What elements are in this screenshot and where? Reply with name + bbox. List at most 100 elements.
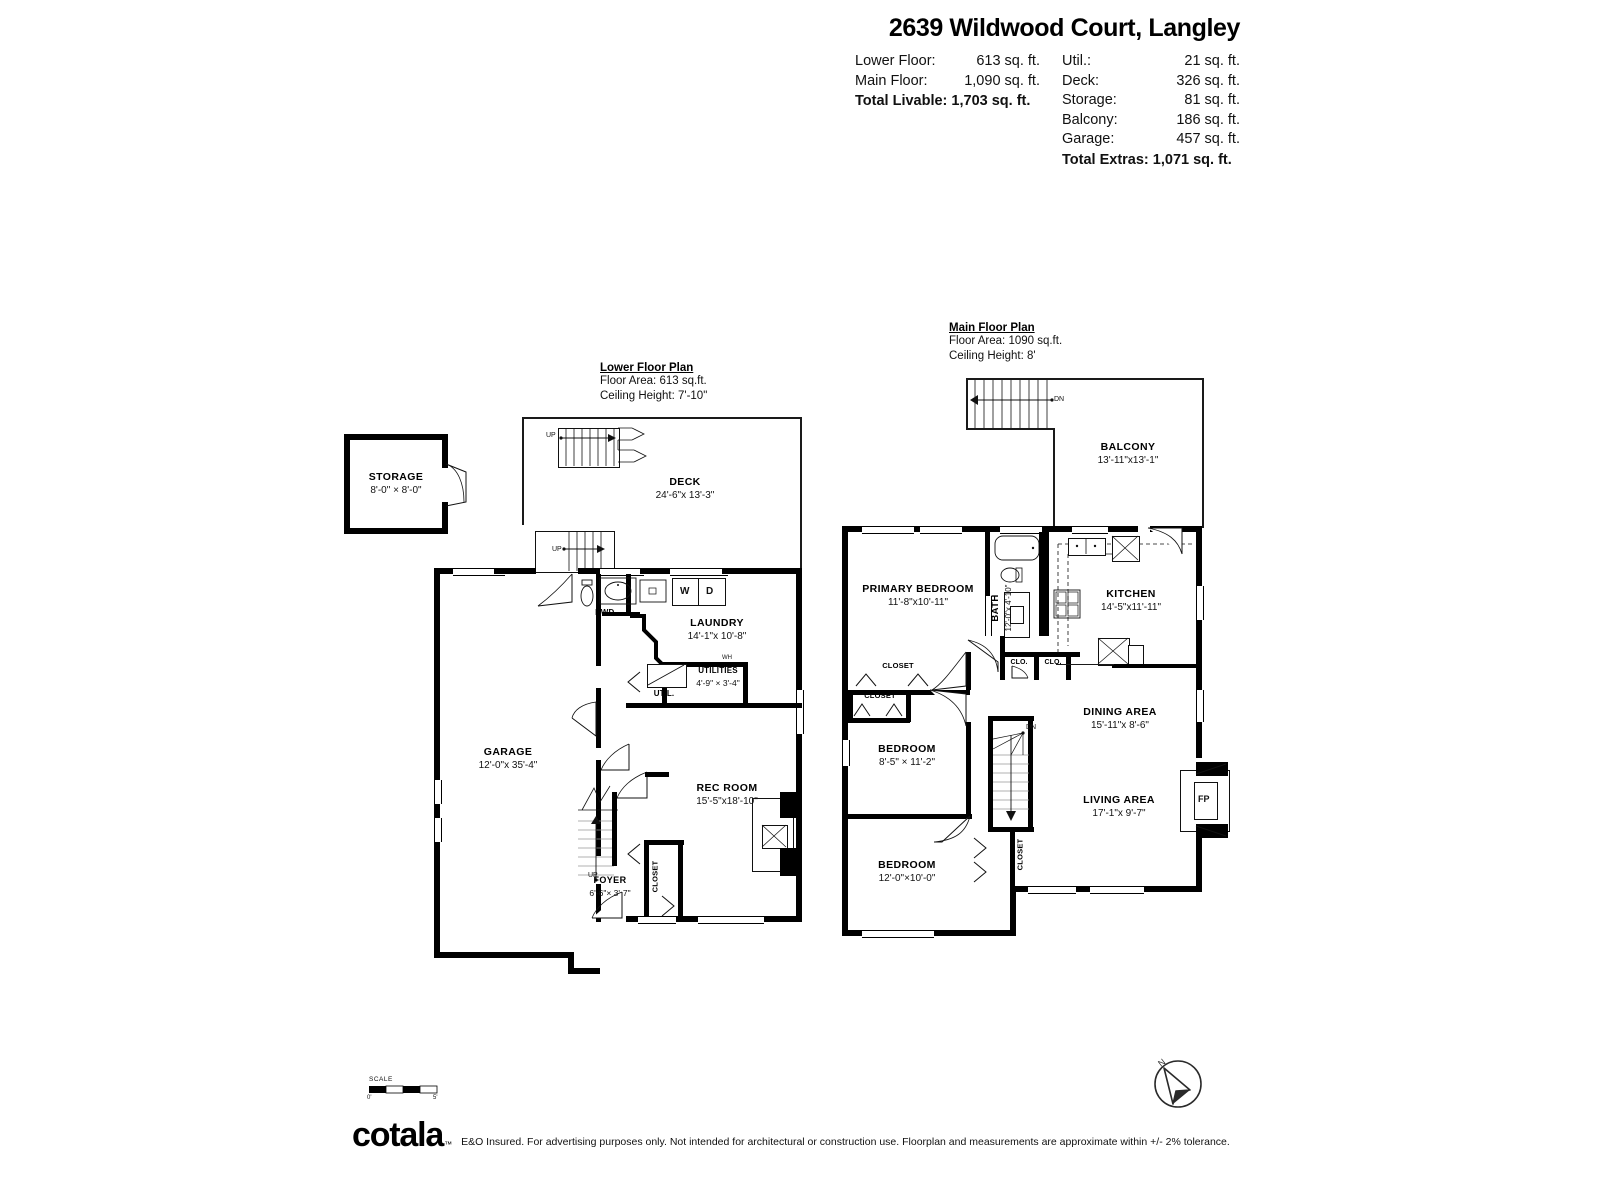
area-summary: Lower Floor: 613 sq. ft. Main Floor: 1,0… (840, 52, 1240, 170)
clo-wall-top (1000, 652, 1080, 657)
deck-stair-treads (559, 427, 647, 466)
summary-value: 21 sq. ft. (1184, 53, 1240, 69)
balcony-stair-treads (970, 380, 1054, 428)
room-dimensions: 15'-11"x 8'-6" (1091, 720, 1149, 731)
kitchen-fridge-cross (1111, 535, 1139, 561)
water-heater-label: WH (722, 655, 732, 661)
bath-wall-right (1039, 532, 1044, 636)
summary-value: 326 sq. ft. (1176, 72, 1240, 89)
summary-row: Main Floor: 1,090 sq. ft. (855, 72, 1040, 92)
room-dimensions: 14'-1"x 10'-8" (687, 631, 747, 642)
clo-b-label: CLO. (1038, 656, 1068, 669)
room-laundry: LAUNDRY 14'-1"x 10'-8" (666, 617, 768, 643)
summary-value: 186 sq. ft. (1176, 111, 1240, 128)
bath-wall-bottom (1000, 636, 1005, 658)
stair-closet-door-2 (973, 861, 987, 883)
foyer-stair-treads (578, 816, 614, 882)
room-garage: GARAGE 12'-0"x 35'-4" (452, 746, 564, 772)
balcony-edge-inner-v (1053, 428, 1055, 528)
lower-wall-top-mid2 (578, 568, 626, 574)
summary-row: Util.: 21 sq. ft. (1062, 52, 1240, 72)
lower-floor-area: Floor Area: 613 sq.ft. (600, 375, 707, 387)
deck-edge-left (522, 417, 524, 525)
total-livable: Total Livable: 1,703 sq. ft. (855, 93, 1031, 109)
stair-closet-door-1 (973, 837, 987, 859)
room-utilities: UTILITIES 4'-9" × 3'-4" (684, 664, 752, 690)
foyer-entry-door-swing (591, 891, 623, 919)
lower-window-top-3 (670, 568, 728, 576)
main-wall-top-right (1150, 526, 1202, 532)
lower-closet-wall-top (644, 840, 684, 845)
room-name: BALCONY (1100, 441, 1156, 453)
lower-wall-bottom-step (568, 952, 574, 974)
area-summary-livable: Lower Floor: 613 sq. ft. Main Floor: 1,0… (855, 52, 1040, 170)
main-floor-ceiling: Ceiling Height: 8' (949, 349, 1036, 362)
dryer-box (698, 578, 726, 606)
pwd-wall-right (626, 574, 631, 614)
room-name: STORAGE (368, 471, 424, 483)
room-name: CLOSET (864, 691, 896, 700)
lower-floor-title: Lower Floor Plan (600, 362, 694, 374)
rec-niche-outline (752, 798, 794, 872)
room-primary-bedroom: PRIMARY BEDROOM 11'-8"x10'-11" (838, 583, 998, 609)
compass-north-label: N (1156, 1057, 1167, 1069)
primary-window-top-2 (920, 526, 962, 534)
room-dining: DINING AREA 15'-11"x 8'-6" (1062, 706, 1178, 732)
garage-side-door-swing (571, 701, 597, 737)
storage-wall-left (344, 434, 350, 534)
primary-window-top-1 (862, 526, 914, 534)
kitchen-island-box (1098, 638, 1130, 666)
kitchen-range-icon (1053, 589, 1081, 619)
lower-window-top-1 (453, 568, 505, 576)
main-floor-area: Floor Area: 1090 sq.ft. (949, 335, 1063, 347)
rec-window-bottom-2 (698, 916, 764, 924)
room-dimensions: 14'-5"x11'-11" (1100, 602, 1162, 613)
lower-wall-top-mid3 (640, 568, 676, 574)
dining-window-right (1196, 690, 1204, 722)
summary-label: Main Floor: (855, 72, 928, 89)
room-name: BATH (990, 594, 1001, 622)
lower-floor-ceiling: Ceiling Height: 7'-10" (600, 389, 708, 402)
room-name: DINING AREA (1083, 706, 1157, 718)
rec-wall-niche-bottom (780, 848, 802, 876)
room-name: FOYER (593, 875, 627, 885)
bedroom3-window-bottom (862, 930, 934, 938)
bedroom2-door-swing (929, 689, 967, 727)
deck-stair-outline (558, 428, 620, 468)
kitchen-window-right-1 (1196, 586, 1204, 620)
summary-row: Lower Floor: 613 sq. ft. (855, 52, 1040, 72)
clo-door-swing (1011, 665, 1029, 679)
rec-appliance-box (762, 825, 788, 849)
util-wall-top (662, 662, 748, 667)
storage-door-swing (445, 463, 467, 507)
summary-value: 613 sq. ft. (976, 53, 1040, 69)
mid-stair-up-label: UP (552, 546, 562, 553)
room-name: CLO. (1010, 659, 1028, 666)
util-equipment-box (647, 664, 687, 688)
summary-label: Balcony: (1062, 111, 1118, 128)
room-name: KITCHEN (1106, 588, 1156, 600)
kitchen-counter-extension (1128, 645, 1144, 666)
util-equipment-diag (647, 664, 685, 686)
kitchen-sink-box (1068, 538, 1106, 556)
main-wall-bottom-right (1010, 886, 1202, 892)
sink-icon (599, 577, 637, 605)
kitchen-bath-partition (1044, 532, 1049, 636)
room-name: REC ROOM (696, 782, 758, 794)
rec-door-header (645, 772, 669, 777)
room-balcony: BALCONY 13'-11"x13'-1" (1068, 441, 1188, 467)
compass-icon: N (1154, 1057, 1202, 1108)
summary-row: Balcony: 186 sq. ft. (1062, 111, 1240, 131)
living-window-bottom-1 (1028, 886, 1076, 894)
washer-label: W (680, 586, 690, 597)
util-wall-bottom (662, 703, 748, 708)
hall-closet-wall-top (848, 690, 853, 722)
hall-closet-doors (853, 703, 903, 717)
balcony-edge-inner-h (966, 428, 1054, 430)
main-wall-right-lower (1196, 830, 1202, 892)
main-wall-top-mid (986, 526, 1060, 532)
primary-closet-wall (848, 690, 970, 695)
rec-stair-partition (612, 792, 617, 866)
bath-door-swing (967, 639, 999, 673)
laundry-partition-jog (630, 614, 666, 672)
